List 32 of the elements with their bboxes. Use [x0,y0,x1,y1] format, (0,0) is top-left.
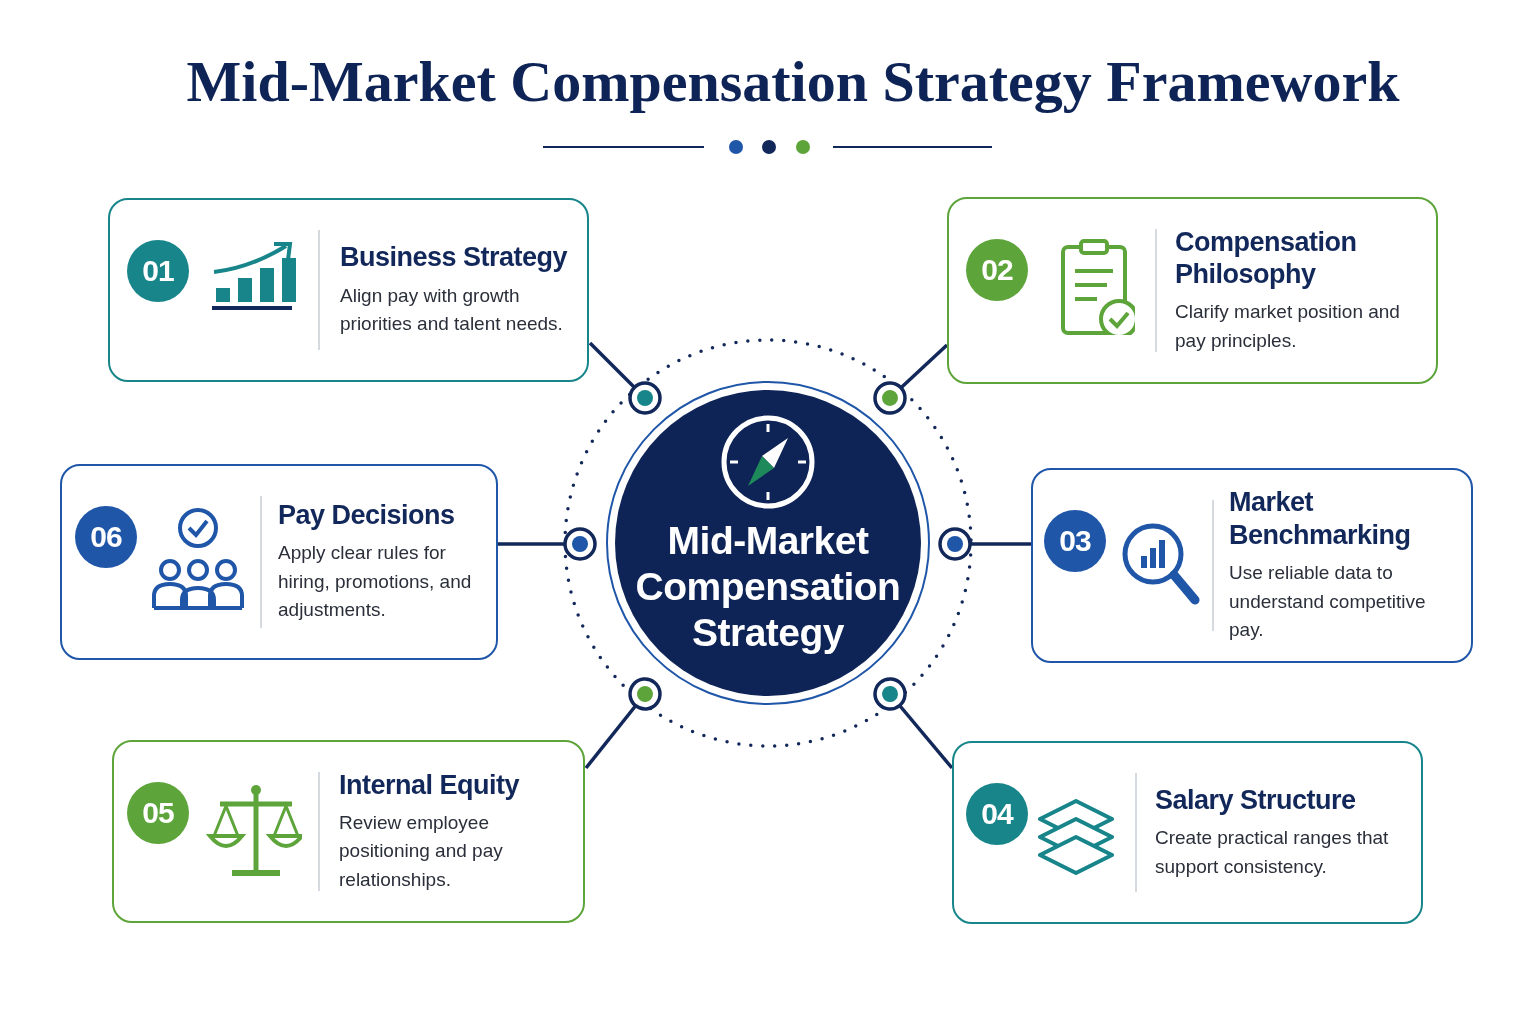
hub-title: Mid-Market Compensation Strategy [634,518,902,657]
step-title: Salary Structure [1155,783,1357,817]
step-description: Create practical ranges that support consistency. [1155,826,1390,879]
step-description: Apply clear rules for hiring, promotions, and adjustments. [278,541,473,623]
step-title: Market Benchmarking [1229,486,1412,552]
connector-line [873,343,949,415]
step-number-badge: 03 [1044,510,1106,572]
connector-line [584,677,662,770]
step-card [60,464,498,660]
step-card [108,198,589,382]
step-description: Review employee positioning and pay relationships. [339,810,504,892]
step-card [947,197,1438,384]
step-title: Business Strategy [340,241,569,274]
step-card [952,741,1423,924]
step-card [1031,468,1473,663]
connector-line [588,341,662,415]
connector-line [498,527,597,561]
step-number-badge: 05 [127,782,189,844]
step-title: Internal Equity [339,768,521,801]
step-card [112,740,585,923]
title: Mid-Market Compensation Strategy Framework [185,49,1400,114]
connector-line [938,527,1031,561]
step-number-badge: 04 [966,783,1028,845]
step-description: Clarify market position and pay principles. [1175,300,1401,353]
step-title: Compensation Philosophy [1175,225,1358,291]
step-description: Align pay with growth priorities and talent needs. [340,283,564,337]
step-number-badge: 01 [127,240,189,302]
step-number-badge: 06 [75,506,137,568]
connector-line [873,677,954,770]
step-title: Pay Decisions [278,499,456,532]
step-description: Use reliable data to understand competitive pay. [1229,561,1427,643]
step-number-badge: 02 [966,239,1028,301]
